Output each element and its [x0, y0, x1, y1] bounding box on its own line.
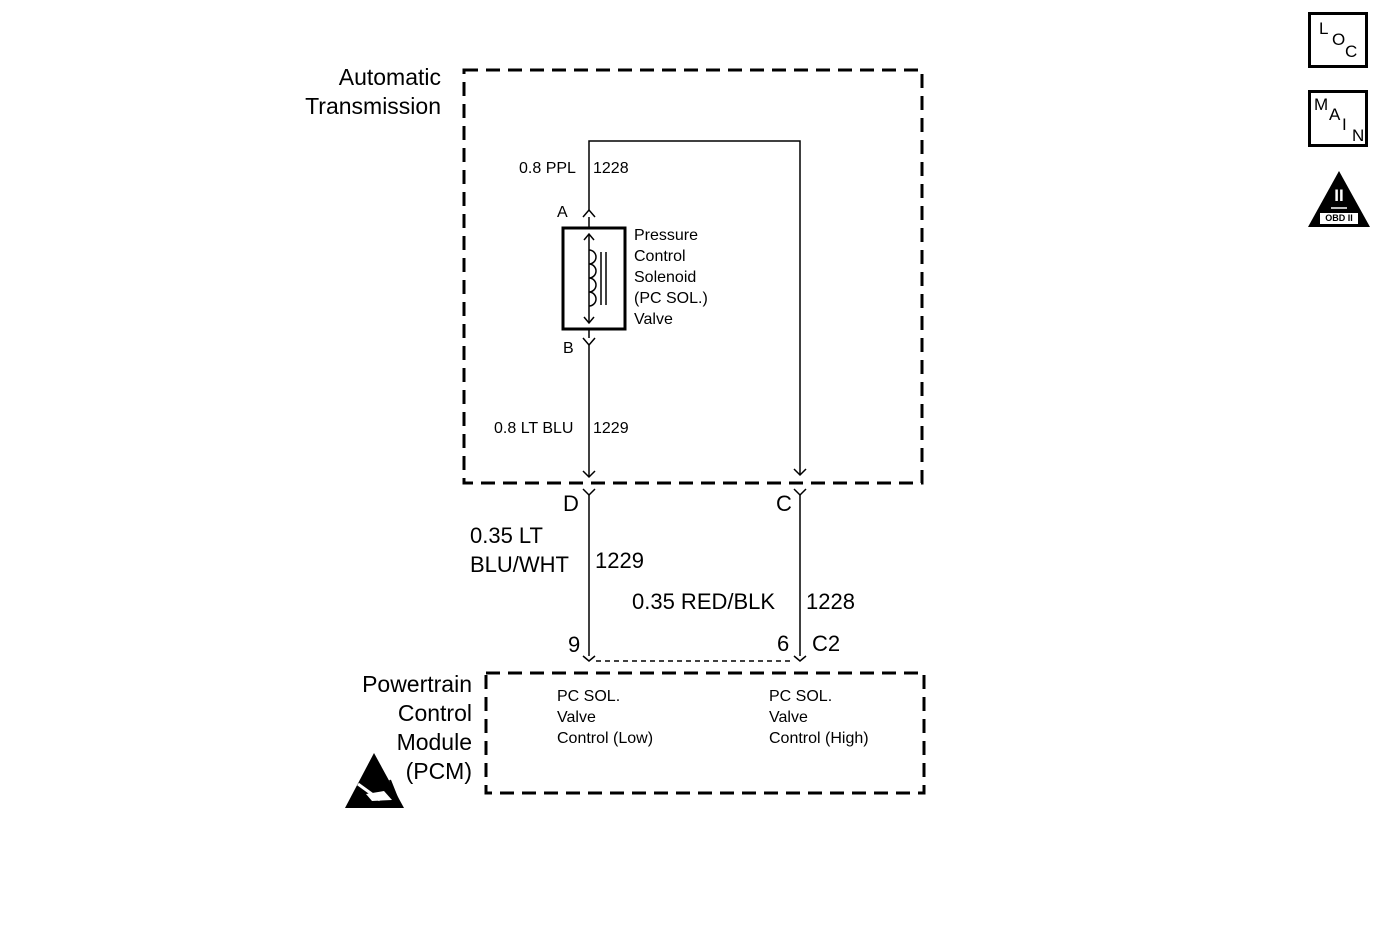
terminal-9: [582, 655, 596, 662]
pin-b: B: [563, 340, 574, 357]
connector-a: [582, 208, 596, 218]
pin-c: C: [776, 491, 792, 516]
loc-letter-o: O: [1332, 30, 1346, 49]
connector-d: [582, 488, 596, 497]
esd-warning-icon: [345, 753, 404, 808]
wire-1228-loop: [588, 140, 801, 475]
pcm-terminal-high: PC SOL. Valve Control (High): [769, 688, 869, 747]
main-letter-n: N: [1352, 126, 1365, 145]
transmission-boundary: [462, 68, 924, 485]
wire-ltbluwht-gauge: 0.35 LT BLU/WHT: [470, 523, 569, 577]
pin-a: A: [557, 204, 568, 221]
solenoid-coil: [588, 249, 597, 307]
pin-9: 9: [568, 632, 581, 657]
pcm-label: Powertrain Control Module (PCM): [362, 671, 472, 784]
loc-letter-c: C: [1345, 42, 1358, 61]
wire-ppl-gauge: 0.8 PPL: [519, 160, 576, 177]
wire-redblk-circuit: 1228: [806, 589, 855, 614]
main-letter-m: M: [1314, 95, 1329, 114]
wire-ppl-circuit: 1228: [593, 160, 629, 177]
pin-d: D: [563, 491, 579, 516]
solenoid-body: [561, 226, 627, 331]
pcm-boundary: [484, 671, 926, 795]
wire-ltblu-gauge: 0.8 LT BLU: [494, 420, 574, 437]
main-letter-i: I: [1342, 115, 1347, 134]
main-letter-a: A: [1329, 105, 1341, 124]
connector-c2-label: C2: [812, 631, 841, 656]
wire-redblk-gauge: 0.35 RED/BLK: [632, 589, 776, 614]
solenoid-label: Pressure Control Solenoid (PC SOL.) Valv…: [634, 227, 708, 328]
obd-label: OBD II: [1325, 213, 1353, 223]
connector-b: [582, 337, 596, 347]
connector-c: [793, 488, 807, 497]
loc-letter-l: L: [1319, 19, 1329, 38]
obd-numeral: II: [1334, 186, 1344, 205]
transmission-label: Automatic Transmission: [305, 64, 441, 119]
terminal-6: [793, 655, 807, 662]
main-icon[interactable]: M A I N: [1308, 90, 1368, 147]
obd-ii-icon[interactable]: II OBD II: [1307, 170, 1371, 228]
wire-ltbluwht-circuit: 1229: [595, 548, 644, 573]
wire-ltblu-circuit: 1229: [593, 420, 629, 437]
pin-6: 6: [777, 631, 790, 656]
pcm-terminal-low: PC SOL. Valve Control (Low): [557, 688, 654, 747]
loc-icon[interactable]: L O C: [1308, 12, 1368, 68]
